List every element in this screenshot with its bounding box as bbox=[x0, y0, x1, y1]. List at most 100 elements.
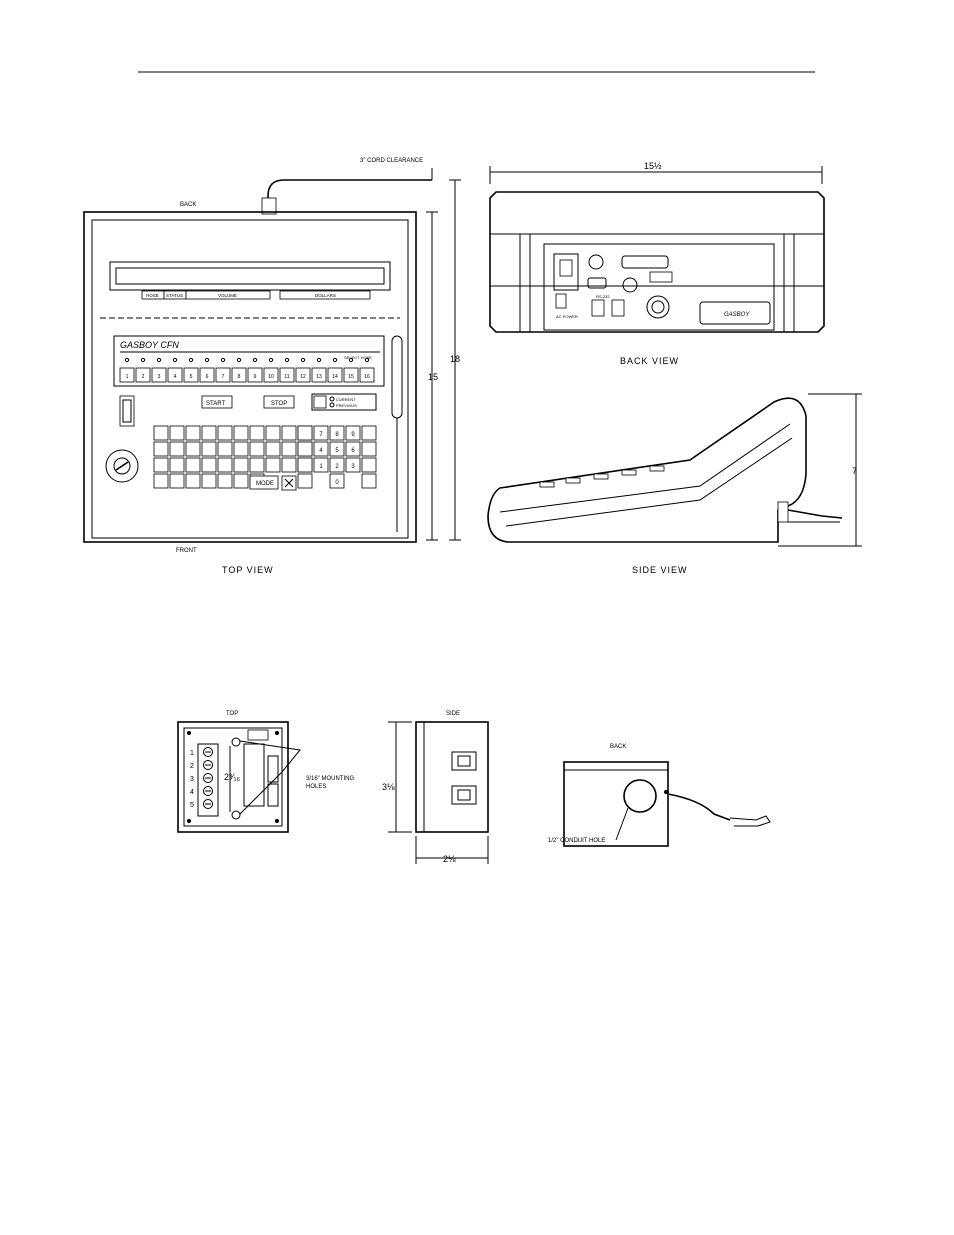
front-label: FRONT bbox=[176, 548, 197, 554]
hose-key bbox=[263, 367, 279, 383]
hose-key-label: 12 bbox=[300, 374, 306, 380]
modem-port bbox=[649, 271, 673, 283]
terminal-number: 4 bbox=[190, 789, 194, 796]
cord-connector bbox=[261, 197, 277, 215]
numpad-key bbox=[313, 425, 329, 441]
hose-led bbox=[348, 357, 354, 363]
keypad-key bbox=[249, 457, 265, 473]
hose-key-label: 15 bbox=[348, 374, 354, 380]
key-slot bbox=[115, 461, 129, 471]
back-view: 15½ AC POWER RS-232 GASBOY BACK VIEW bbox=[489, 161, 825, 366]
hose-led bbox=[156, 357, 162, 363]
jb-hole-spacing: 2³⁄₁₆ bbox=[224, 772, 241, 782]
keypad-key bbox=[201, 473, 217, 489]
display-glass bbox=[115, 267, 385, 285]
hose-led bbox=[364, 357, 370, 363]
keypad-key bbox=[153, 457, 169, 473]
jb-side-outline bbox=[415, 721, 489, 833]
conduit-leader bbox=[615, 807, 629, 841]
back-view-caption: BACK VIEW bbox=[620, 356, 679, 366]
top-view-back-label: BACK bbox=[180, 202, 196, 208]
mode-label: MODE bbox=[256, 481, 274, 487]
keypad-key bbox=[201, 457, 217, 473]
numpad-key bbox=[329, 473, 345, 489]
keypad-key bbox=[185, 457, 201, 473]
hose-led bbox=[316, 357, 322, 363]
jb-connector bbox=[247, 729, 269, 741]
hose-led bbox=[124, 357, 130, 363]
brand-plate bbox=[699, 301, 771, 325]
db9-port bbox=[587, 277, 607, 289]
hose-key bbox=[359, 367, 375, 383]
mounting-hole-top bbox=[231, 737, 241, 747]
mode-switch-inner bbox=[122, 399, 132, 423]
mode-key bbox=[249, 475, 279, 490]
keypad-key bbox=[233, 473, 249, 489]
power-cord bbox=[267, 179, 432, 212]
keypad-key bbox=[169, 425, 185, 441]
terminal-number: 5 bbox=[190, 802, 194, 809]
hose-key-label: 6 bbox=[206, 374, 209, 380]
hose-led bbox=[204, 357, 210, 363]
keypad-key bbox=[185, 425, 201, 441]
top-view-caption: TOP VIEW bbox=[222, 565, 274, 575]
console-outline bbox=[83, 211, 417, 543]
hose-key-label: 4 bbox=[174, 374, 177, 380]
terminal-screw bbox=[203, 799, 213, 809]
hose-key-label: 1 bbox=[126, 374, 129, 380]
keypad-key bbox=[265, 425, 281, 441]
keypad-key bbox=[217, 425, 233, 441]
keypad-key bbox=[217, 473, 233, 489]
hose-key bbox=[279, 367, 295, 383]
keypad-key bbox=[249, 441, 265, 457]
db25-port bbox=[621, 255, 669, 269]
keypad-key bbox=[217, 441, 233, 457]
numpad-key bbox=[313, 457, 329, 473]
side-handle bbox=[391, 335, 403, 419]
jb-cable-end bbox=[729, 815, 771, 827]
function-key bbox=[361, 425, 377, 441]
keypad-key bbox=[265, 457, 281, 473]
jb-cable bbox=[667, 793, 731, 821]
side-bevel-inner bbox=[505, 437, 793, 527]
hose-key bbox=[215, 367, 231, 383]
numpad-key-label: 2 bbox=[335, 464, 339, 470]
rs232-switch-b bbox=[611, 299, 625, 317]
rs232-label: RS-232 bbox=[596, 294, 610, 299]
junction-box-back: BACK 1/2" CONDUIT HOLE bbox=[548, 744, 771, 847]
display-field-tabs: HOSE STATUS VOLUME DOLLARS bbox=[141, 290, 371, 300]
keypad-key bbox=[185, 441, 201, 457]
hose-key bbox=[311, 367, 327, 383]
speaker bbox=[646, 295, 670, 319]
cord-strain-relief bbox=[777, 501, 789, 523]
card-reader-port bbox=[622, 277, 638, 293]
terminal-strip bbox=[197, 743, 219, 817]
side-view-caption: SIDE VIEW bbox=[632, 565, 688, 575]
rear-panel bbox=[543, 243, 775, 331]
numpad-key bbox=[345, 441, 361, 457]
keypad-key bbox=[233, 441, 249, 457]
dim-depth-15: 15 bbox=[428, 372, 438, 382]
hose-led bbox=[300, 357, 306, 363]
console-inner-outline bbox=[91, 219, 409, 539]
hose-key-label: 9 bbox=[254, 374, 257, 380]
conduit-hole-label: 1/2" CONDUIT HOLE bbox=[548, 838, 605, 844]
terminal-number: 2 bbox=[190, 763, 194, 770]
keypad-key bbox=[249, 425, 265, 441]
hose-key bbox=[247, 367, 263, 383]
hose-key-label: 11 bbox=[284, 374, 289, 380]
brand-plate-text: GASBOY bbox=[724, 312, 750, 318]
side-bevel bbox=[499, 423, 791, 513]
keypad-key bbox=[281, 457, 297, 473]
mounting-hole-bottom bbox=[231, 810, 241, 820]
terminal-screw bbox=[203, 786, 213, 796]
jb-side-port-b bbox=[451, 785, 477, 805]
select-hose-label: SELECT HOSE bbox=[344, 355, 372, 360]
display-window bbox=[109, 261, 391, 291]
power-switch bbox=[555, 293, 567, 309]
jb-side-label: SIDE bbox=[446, 711, 460, 717]
current-label: CURRENT bbox=[336, 397, 356, 402]
function-key bbox=[297, 457, 313, 473]
terminal-number: 1 bbox=[190, 750, 194, 757]
